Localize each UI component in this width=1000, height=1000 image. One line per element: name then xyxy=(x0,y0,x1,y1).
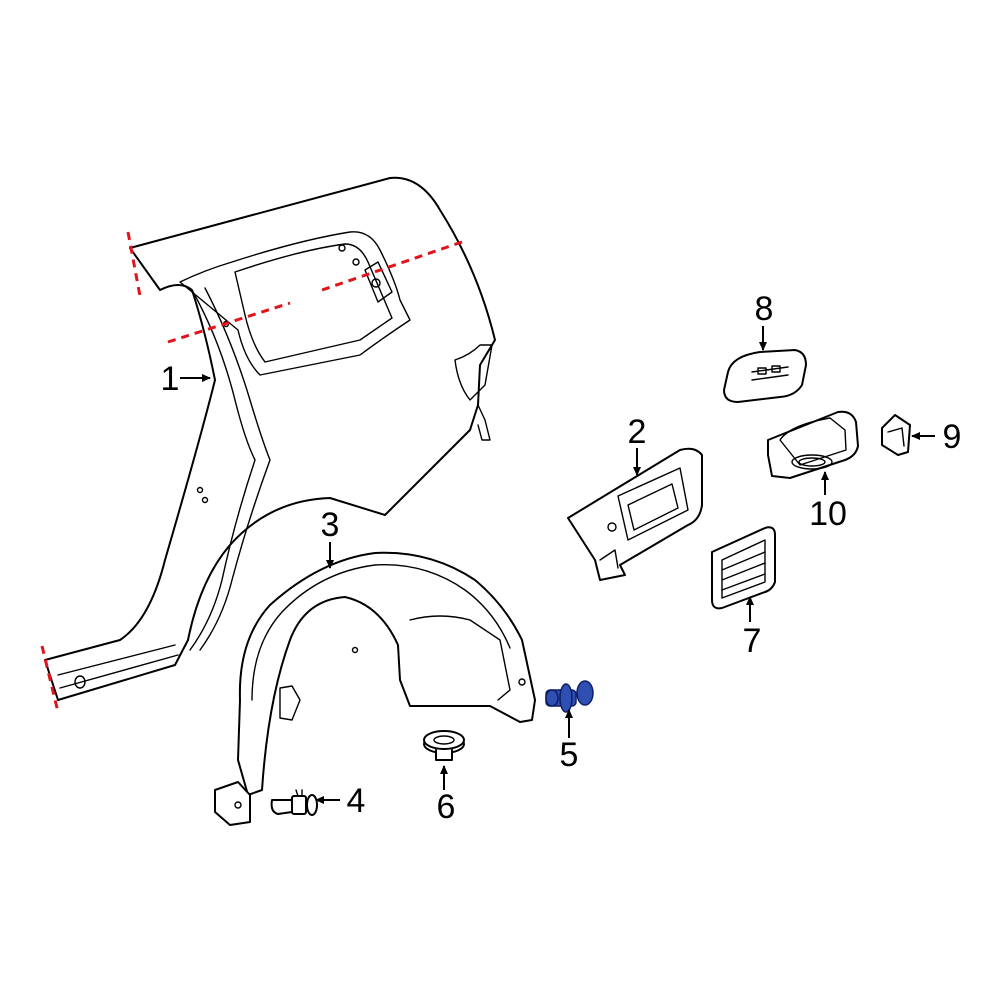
callout-8: 8 xyxy=(755,290,774,328)
callout-10: 10 xyxy=(809,495,847,533)
callout-5: 5 xyxy=(560,736,579,774)
retainer-nut xyxy=(423,730,465,761)
rivet-highlighted xyxy=(545,680,594,713)
quarter-panel xyxy=(40,176,496,713)
callout-2: 2 xyxy=(628,413,647,451)
fuel-door xyxy=(723,349,807,403)
push-pin-fastener xyxy=(270,789,318,816)
callout-arrows xyxy=(180,326,935,804)
fuel-housing-bracket xyxy=(567,447,703,581)
callout-6: 6 xyxy=(437,788,456,826)
wheelhouse-liner xyxy=(214,551,536,826)
callout-9: 9 xyxy=(943,418,962,456)
callout-3: 3 xyxy=(321,506,340,544)
fuel-filler-housing xyxy=(767,410,859,479)
callout-7: 7 xyxy=(743,622,762,660)
callout-4: 4 xyxy=(347,782,366,820)
clip-part xyxy=(881,414,911,456)
callout-1: 1 xyxy=(161,360,180,398)
vent-grille xyxy=(711,526,776,610)
